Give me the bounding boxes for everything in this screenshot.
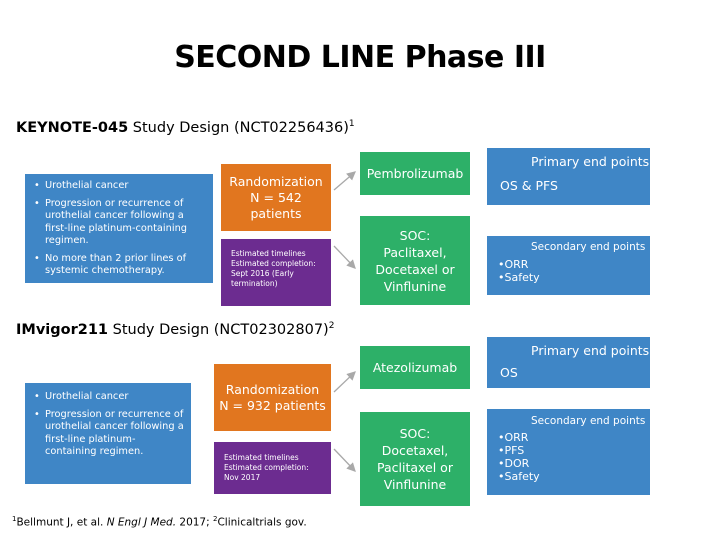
keynote-inclusion-item: Urothelial cancer — [34, 180, 207, 193]
imvigor-arm1-label: Atezolizumab — [372, 360, 458, 375]
citation-text-1: Bellmunt J, et al. — [16, 516, 107, 529]
page-title: SECOND LINE Phase III — [174, 40, 546, 75]
imvigor-secondary-item: Safety — [498, 470, 540, 483]
keynote-secondary-item: ORR — [498, 258, 540, 271]
keynote-study-name: KEYNOTE-045 — [16, 119, 129, 136]
keynote-timelines-box: Estimated timelines Estimated completion… — [221, 239, 331, 306]
keynote-inclusion-box: Urothelial cancer Progression or recurre… — [25, 174, 213, 283]
keynote-arm1-label: Pembrolizumab — [366, 166, 464, 181]
imvigor-arrow-to-atezolizumab — [333, 371, 356, 393]
citation-journal: N Engl J Med. — [106, 516, 177, 529]
citation: 1Bellmunt J, et al. N Engl J Med. 2017; … — [12, 515, 307, 529]
imvigor-secondary-item: ORR — [498, 431, 540, 444]
citation-sup-1: 1 — [12, 515, 17, 523]
imvigor-arm-soc: SOC: Docetaxel, Paclitaxel or Vinflunine — [360, 412, 470, 506]
keynote-secondary-endpoints-box: Secondary end points ORR Safety — [487, 236, 650, 295]
imvigor-study-name: IMvigor211 — [16, 321, 109, 338]
imvigor-inclusion-item: Urothelial cancer — [34, 391, 185, 404]
keynote-timelines-text: Estimated timelines Estimated completion… — [231, 249, 316, 288]
keynote-primary-title: Primary end points — [531, 154, 650, 169]
keynote-ref-sup: 1 — [348, 119, 355, 129]
keynote-arrow-to-pembrolizumab — [333, 171, 356, 191]
imvigor-arm2-label: SOC: Docetaxel, Paclitaxel or Vinflunine — [377, 426, 453, 492]
keynote-patient-count: N = 542 patients — [250, 189, 302, 221]
keynote-primary-value: OS & PFS — [500, 178, 558, 193]
keynote-arm-soc: SOC: Paclitaxel, Docetaxel or Vinflunine — [360, 216, 470, 305]
keynote-arm2-label: SOC: Paclitaxel, Docetaxel or Vinflunine — [375, 227, 455, 294]
imvigor-timelines-text: Estimated timelines Estimated completion… — [224, 453, 309, 482]
imvigor-secondary-list: ORR PFS DOR Safety — [498, 431, 540, 483]
imvigor-primary-endpoints-box: Primary end points OS — [487, 337, 650, 388]
keynote-inclusion-item: Progression or recurrence of urothelial … — [34, 198, 207, 248]
imvigor-study-heading: IMvigor211 Study Design (NCT02302807)2 — [16, 321, 334, 338]
keynote-study-label: Study Design (NCT02256436) — [128, 119, 349, 136]
imvigor-secondary-endpoints-box: Secondary end points ORR PFS DOR Safety — [487, 409, 650, 495]
imvigor-inclusion-item: Progression or recurrence of urothelial … — [34, 409, 185, 459]
keynote-arrow-to-soc — [333, 245, 356, 269]
citation-sup-2: 2 — [212, 515, 218, 523]
keynote-arm-pembrolizumab: Pembrolizumab — [360, 152, 470, 195]
imvigor-study-label: Study Design (NCT02302807) — [108, 321, 329, 338]
keynote-secondary-list: ORR Safety — [498, 258, 540, 284]
imvigor-arm-atezolizumab: Atezolizumab — [360, 346, 470, 389]
citation-text-2: 2017; — [176, 516, 213, 529]
imvigor-primary-value: OS — [500, 365, 518, 380]
citation-text-3: Clinicaltrials gov. — [217, 516, 307, 529]
imvigor-secondary-item: DOR — [498, 457, 540, 470]
keynote-secondary-title: Secondary end points — [531, 241, 646, 253]
imvigor-inclusion-box: Urothelial cancer Progression or recurre… — [25, 383, 191, 484]
imvigor-randomization-label: Randomization — [225, 381, 320, 397]
imvigor-secondary-title: Secondary end points — [531, 415, 646, 427]
imvigor-secondary-item: PFS — [498, 444, 540, 457]
imvigor-arrow-to-soc — [333, 448, 356, 472]
imvigor-ref-sup: 2 — [328, 321, 335, 331]
keynote-secondary-item: Safety — [498, 271, 540, 284]
imvigor-patient-count: N = 932 patients — [219, 397, 326, 413]
keynote-randomization-label: Randomization — [229, 173, 323, 189]
keynote-study-heading: KEYNOTE-045 Study Design (NCT02256436)1 — [16, 119, 355, 136]
imvigor-timelines-box: Estimated timelines Estimated completion… — [214, 442, 331, 494]
imvigor-primary-title: Primary end points — [531, 343, 650, 358]
keynote-primary-endpoints-box: Primary end points OS & PFS — [487, 148, 650, 205]
keynote-inclusion-item: No more than 2 prior lines of systemic c… — [34, 253, 207, 278]
